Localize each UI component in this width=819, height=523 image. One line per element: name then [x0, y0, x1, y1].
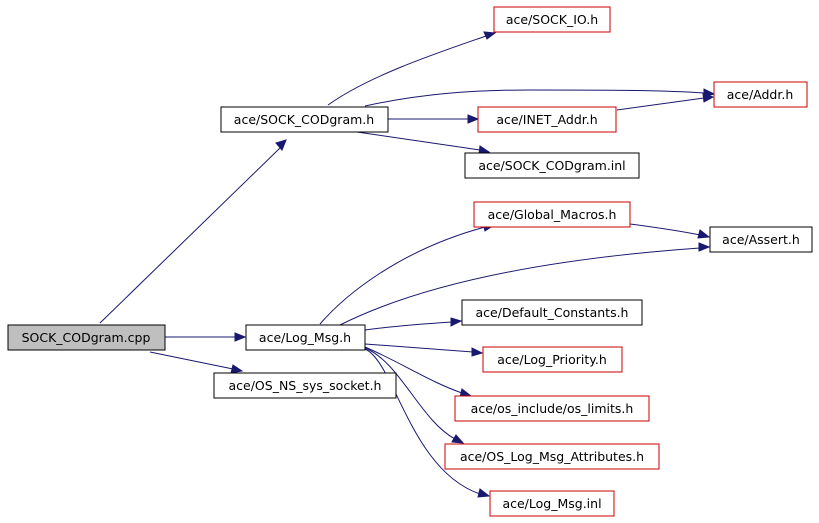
node-sock-codgram-h[interactable]: ace/SOCK_CODgram.h	[220, 106, 389, 133]
node-default-constants-h[interactable]: ace/Default_Constants.h	[461, 299, 643, 326]
edge-root-to-os-ns-sys-socket-h	[149, 351, 244, 374]
edge-sock-codgram-h-to-sock-codgram-inl	[349, 130, 491, 155]
node-label: ace/OS_NS_sys_socket.h	[229, 378, 382, 393]
node-label: SOCK_CODgram.cpp	[22, 330, 151, 345]
edge-log-msg-h-to-os-log-msg-attributes-h	[364, 347, 465, 444]
node-label: ace/Log_Msg.h	[259, 330, 351, 345]
node-sock-codgram-inl[interactable]: ace/SOCK_CODgram.inl	[464, 152, 640, 179]
edge-log-msg-h-to-os-limits-h	[364, 346, 473, 398]
node-label: ace/INET_Addr.h	[496, 112, 597, 127]
edge-sock-codgram-h-to-sock-io-h	[327, 31, 497, 106]
node-label: ace/Default_Constants.h	[476, 305, 629, 320]
node-label: ace/SOCK_IO.h	[506, 12, 598, 27]
node-global-macros-h[interactable]: ace/Global_Macros.h	[473, 201, 631, 228]
edge-log-msg-h-to-log-msg-inl	[364, 348, 491, 498]
node-sock-io-h[interactable]: ace/SOCK_IO.h	[493, 6, 611, 33]
node-sock-codgram-cpp[interactable]: SOCK_CODgram.cpp	[7, 324, 166, 351]
node-label: ace/Log_Msg.inl	[502, 496, 601, 511]
node-os-limits-h[interactable]: ace/os_include/os_limits.h	[454, 395, 650, 422]
node-label: ace/SOCK_CODgram.h	[234, 112, 374, 127]
edge-sock-codgram-h-to-inet-addr-h	[388, 114, 480, 124]
edge-log-msg-h-to-default-constants-h	[364, 317, 463, 331]
edge-global-macros-h-to-assert-h	[629, 223, 711, 239]
node-label: ace/SOCK_CODgram.inl	[478, 158, 625, 173]
node-label: ace/Assert.h	[722, 232, 800, 247]
node-label: ace/Log_Priority.h	[497, 352, 607, 367]
node-label: ace/Global_Macros.h	[488, 207, 617, 222]
node-addr-h[interactable]: ace/Addr.h	[713, 81, 808, 108]
edge-log-msg-h-to-assert-h	[339, 242, 711, 326]
node-os-ns-sys-socket-h[interactable]: ace/OS_NS_sys_socket.h	[213, 372, 397, 399]
edge-root-to-log-msg-h	[165, 332, 247, 342]
node-log-priority-h[interactable]: ace/Log_Priority.h	[482, 346, 623, 373]
node-label: ace/OS_Log_Msg_Attributes.h	[460, 449, 644, 464]
node-label: ace/Addr.h	[727, 87, 794, 102]
node-assert-h[interactable]: ace/Assert.h	[709, 226, 813, 253]
node-log-msg-inl[interactable]: ace/Log_Msg.inl	[489, 490, 615, 517]
edge-inet-addr-h-to-addr-h	[616, 93, 715, 111]
node-inet-addr-h[interactable]: ace/INET_Addr.h	[477, 106, 617, 133]
edge-log-msg-h-to-log-priority-h	[364, 343, 484, 357]
node-log-msg-h[interactable]: ace/Log_Msg.h	[245, 324, 366, 351]
node-label: ace/os_include/os_limits.h	[471, 401, 634, 416]
edge-root-to-sock-codgram-h	[99, 139, 287, 324]
node-os-log-msg-attributes-h[interactable]: ace/OS_Log_Msg_Attributes.h	[444, 443, 660, 470]
